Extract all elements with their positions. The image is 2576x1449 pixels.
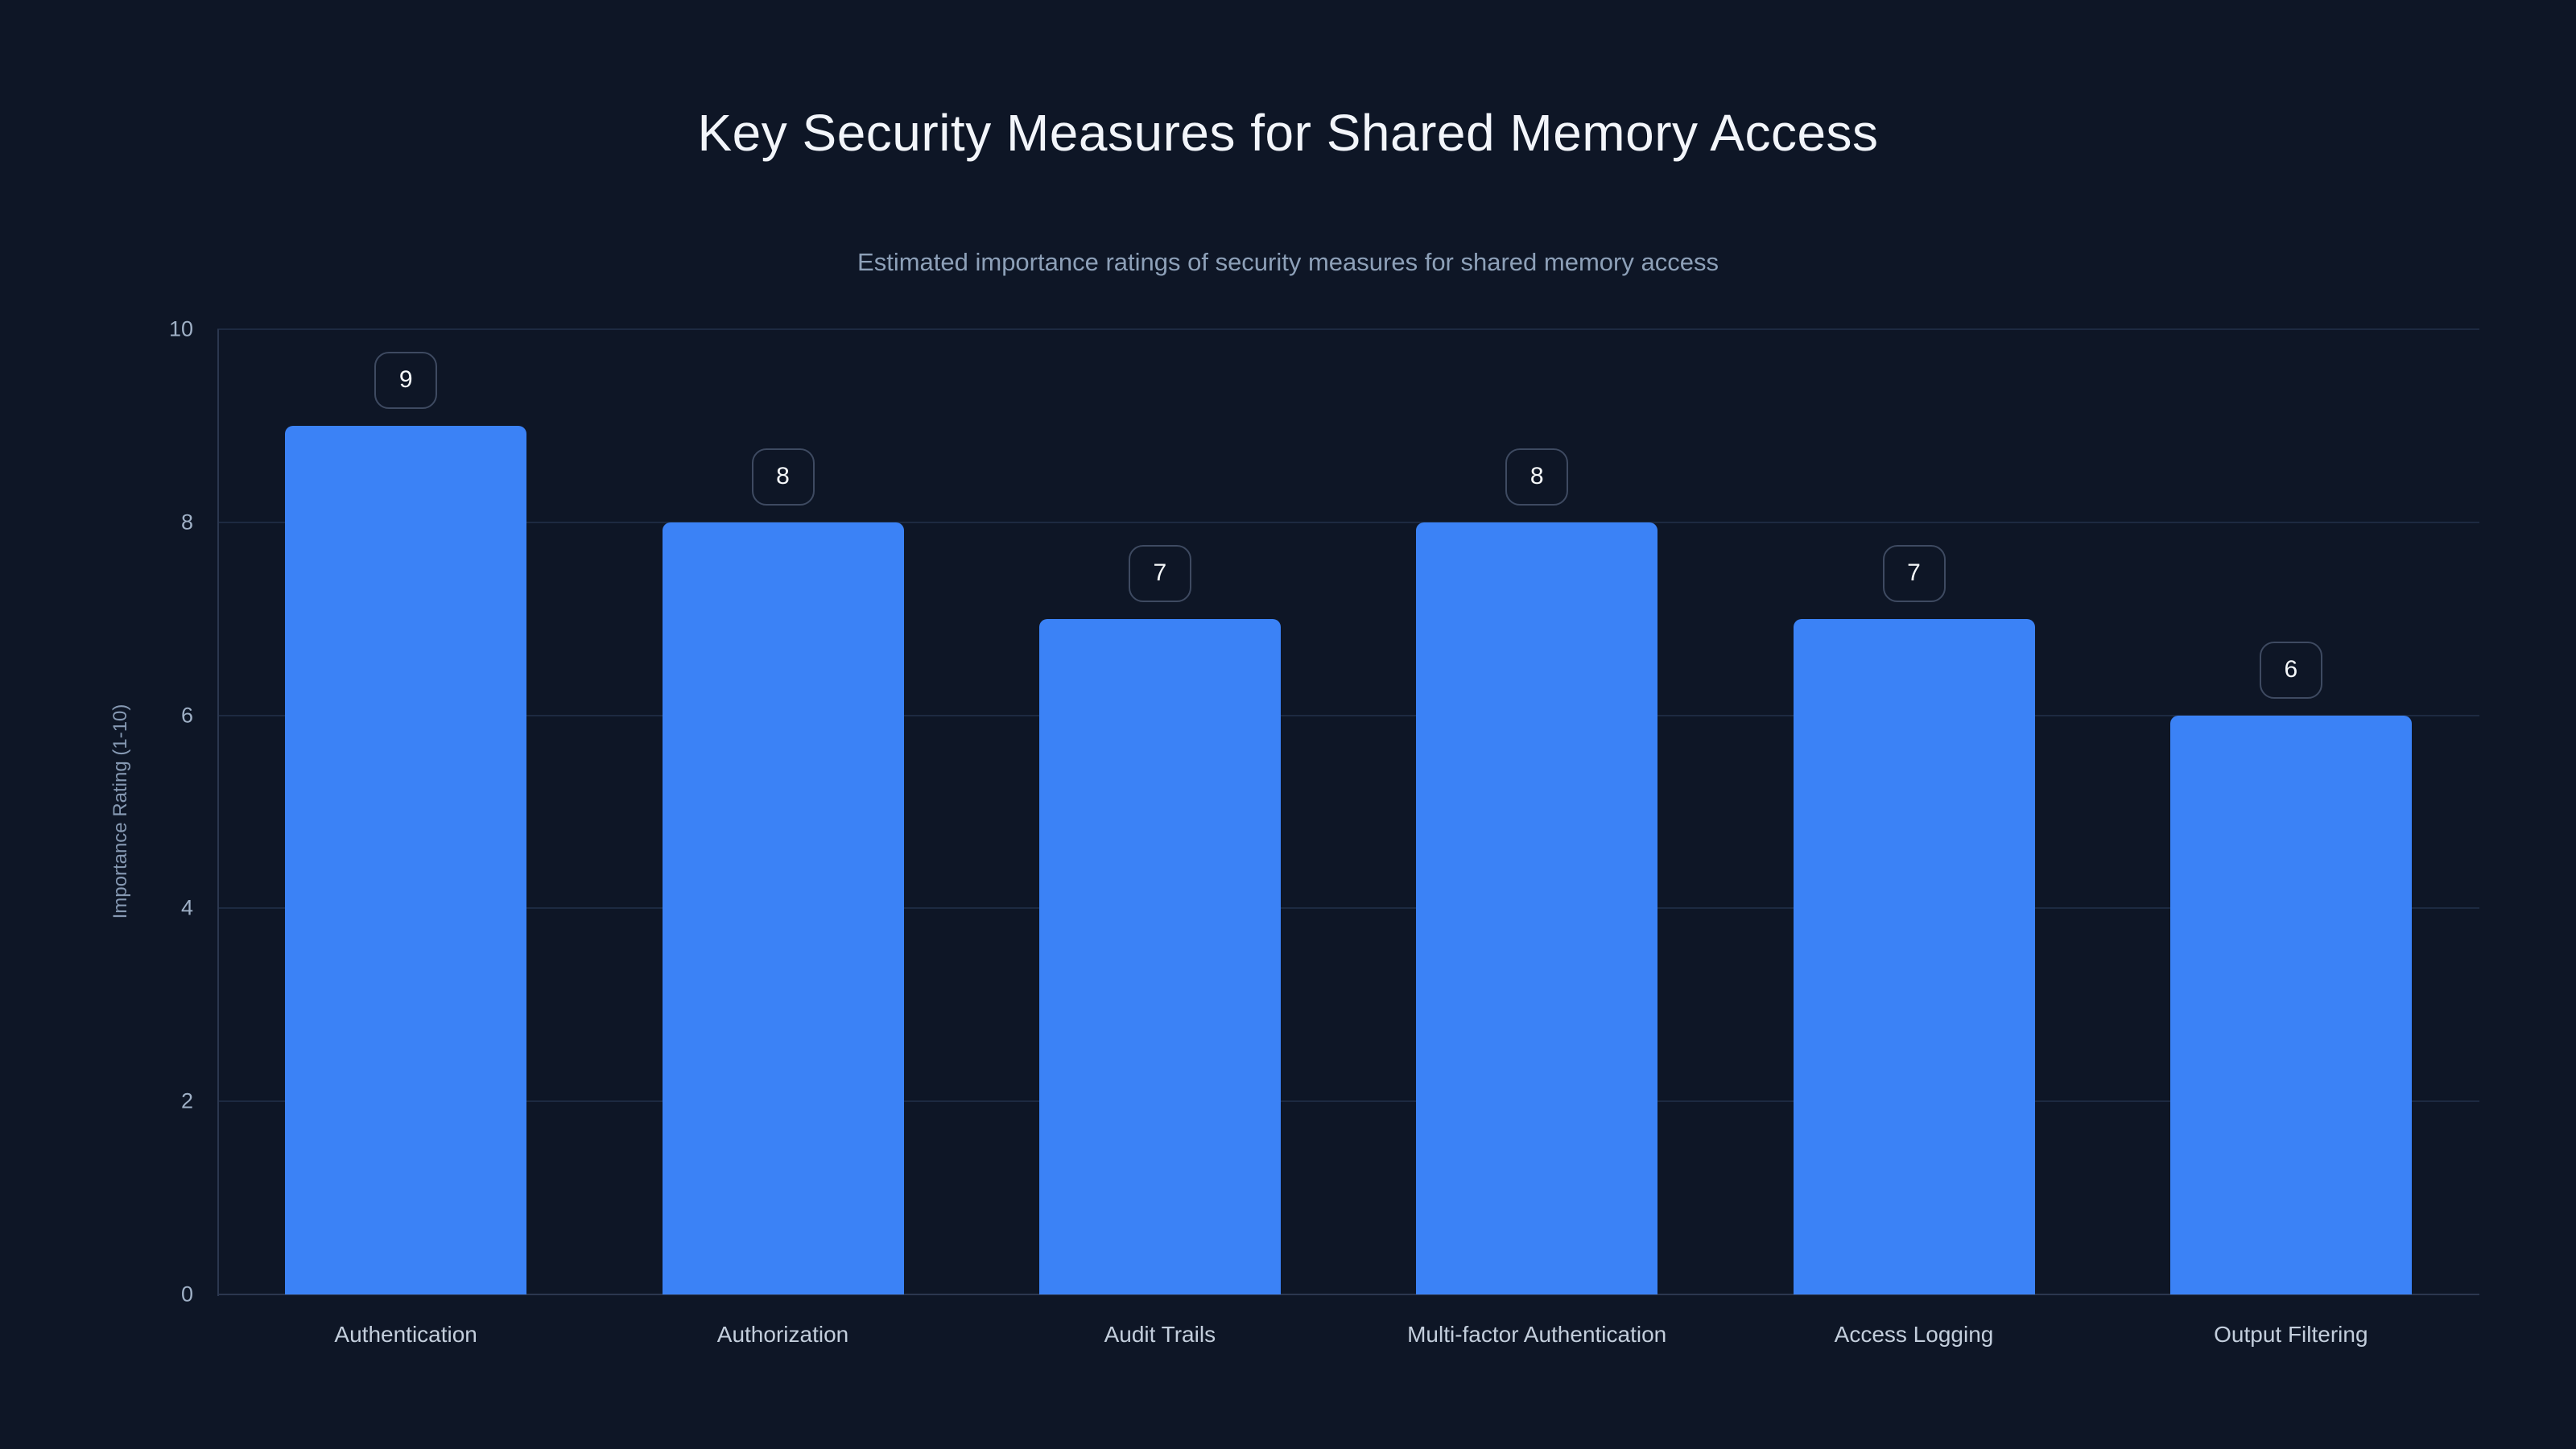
y-tick-label-8: 8 bbox=[180, 510, 193, 535]
x-label-authorization: Authorization bbox=[716, 1322, 849, 1347]
value-badge-multi-factor-authentication: 8 bbox=[1505, 448, 1569, 506]
value-badge-access-logging: 7 bbox=[1882, 544, 1946, 602]
gridline-2 bbox=[217, 1100, 2479, 1103]
bar-output-filtering bbox=[2169, 715, 2412, 1294]
value-badge-authentication: 9 bbox=[374, 351, 438, 409]
x-label-access-logging: Access Logging bbox=[1834, 1322, 1994, 1347]
y-tick-label-2: 2 bbox=[180, 1088, 193, 1113]
y-tick-label-10: 10 bbox=[168, 316, 193, 341]
x-label-authentication: Authentication bbox=[334, 1322, 477, 1347]
chart-title: Key Security Measures for Shared Memory … bbox=[697, 104, 1879, 162]
value-badge-audit-trails: 7 bbox=[1128, 544, 1191, 602]
gridline-0 bbox=[217, 1294, 2479, 1295]
value-badge-authorization: 8 bbox=[751, 448, 815, 506]
y-tick-label-0: 0 bbox=[180, 1282, 193, 1307]
bar-audit-trails bbox=[1038, 618, 1281, 1294]
x-label-audit-trails: Audit Trails bbox=[1104, 1322, 1216, 1347]
plot-area: 9 8 7 8 7 6 bbox=[217, 328, 2479, 1295]
bar-access-logging bbox=[1793, 618, 2035, 1294]
x-label-output-filtering: Output Filtering bbox=[2214, 1322, 2368, 1347]
gridline-6 bbox=[217, 714, 2479, 716]
y-tick-label-4: 4 bbox=[180, 895, 193, 920]
bar-authorization bbox=[662, 522, 904, 1294]
y-axis-title: Importance Rating (1-10) bbox=[109, 704, 131, 919]
value-badge-output-filtering: 6 bbox=[2259, 641, 2322, 699]
y-tick-label-6: 6 bbox=[180, 703, 193, 728]
gridline-8 bbox=[217, 521, 2479, 523]
chart-subtitle: Estimated importance ratings of security… bbox=[857, 248, 1719, 276]
bar-authentication bbox=[285, 425, 527, 1294]
y-axis-line bbox=[217, 329, 219, 1296]
gridline-4 bbox=[217, 907, 2479, 910]
bar-multi-factor-authentication bbox=[1416, 522, 1658, 1294]
x-label-multi-factor-authentication: Multi-factor Authentication bbox=[1407, 1322, 1667, 1347]
gridline-10 bbox=[217, 328, 2479, 330]
